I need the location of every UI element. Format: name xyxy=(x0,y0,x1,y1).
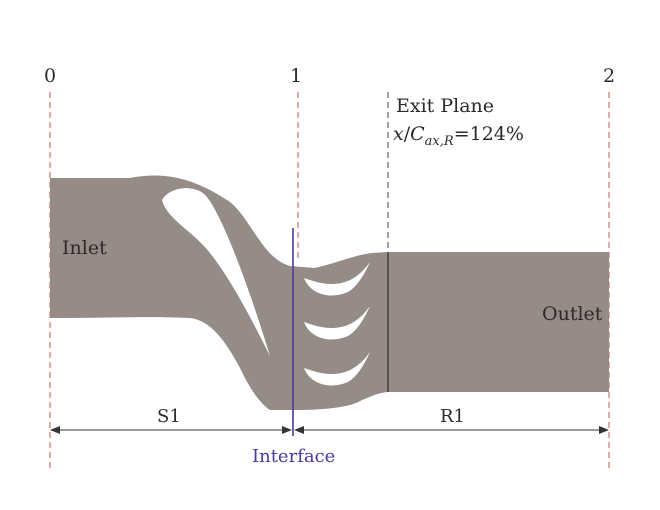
r1-arrow-left xyxy=(294,426,304,434)
station-2-label: 2 xyxy=(603,65,615,87)
r1-arrow-right xyxy=(599,426,609,434)
interface-label: Interface xyxy=(252,446,335,467)
station-1-label: 1 xyxy=(290,65,302,87)
s1-label: S1 xyxy=(157,406,181,427)
stator-blade xyxy=(162,188,270,356)
inlet-label: Inlet xyxy=(62,237,107,259)
exit-plane-formula: x/Cax,R=124% xyxy=(393,123,524,149)
s1-arrow-right xyxy=(282,426,292,434)
station-0-label: 0 xyxy=(44,65,56,87)
r1-label: R1 xyxy=(440,406,465,427)
outlet-label: Outlet xyxy=(542,303,603,325)
s1-arrow-left xyxy=(50,426,60,434)
rotor-blade-2 xyxy=(304,306,370,340)
exit-plane-title: Exit Plane xyxy=(396,95,494,117)
rotor-blade-3 xyxy=(304,352,370,386)
rotor-blade-1 xyxy=(304,262,370,296)
